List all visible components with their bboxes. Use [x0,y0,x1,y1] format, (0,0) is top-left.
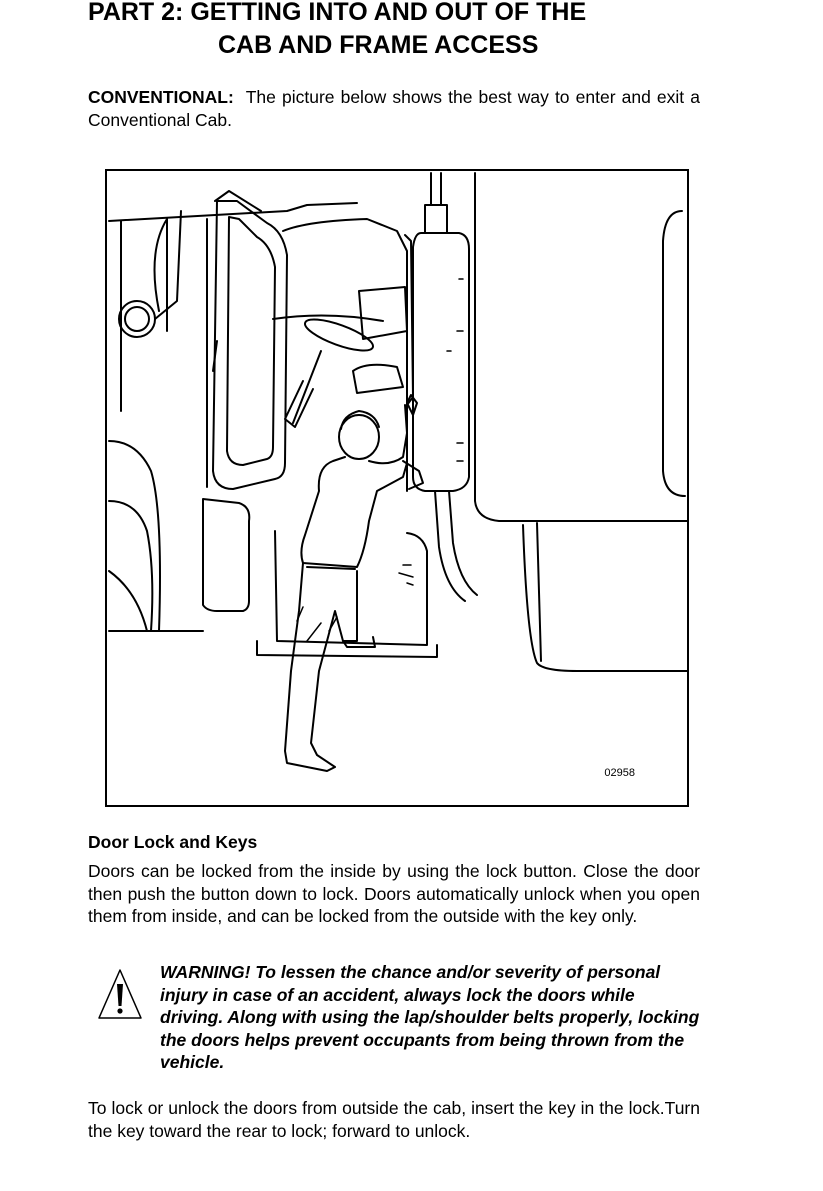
key-instructions-paragraph: To lock or unlock the doors from outside… [88,1098,700,1141]
page-heading: PART 2: GETTING INTO AND OUT OF THE CAB … [88,0,728,62]
intro-text: The picture below shows the best way to … [88,87,700,130]
cab-entry-illustration: 02958 [105,169,689,807]
warning-text: WARNING! To lessen the chance and/or sev… [160,962,700,1072]
warning-triangle-icon [98,969,142,1019]
heading-line-1: PART 2: GETTING INTO AND OUT OF THE [88,0,587,26]
heading-line-2: CAB AND FRAME ACCESS [218,31,539,59]
intro-label: CONVENTIONAL: [88,87,234,107]
section-title: Door Lock and Keys [88,832,258,852]
figure-number: 02958 [604,767,635,779]
warning-triangle-icon [97,968,143,1025]
truck-cab-drawing [108,172,687,772]
door-lock-paragraph: Doors can be locked from the inside by u… [88,861,700,926]
intro-paragraph: CONVENTIONAL: The picture below shows th… [88,86,700,132]
